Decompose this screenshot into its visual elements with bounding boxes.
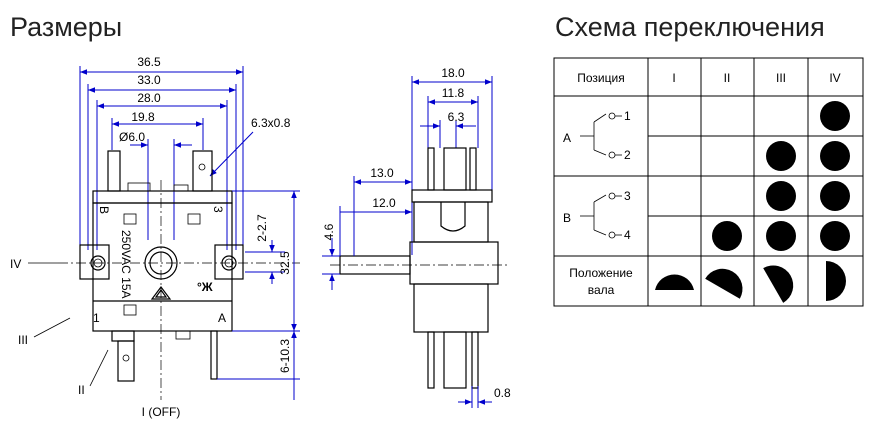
dim-28-0: 28.0 <box>137 91 161 105</box>
dim-6-3: 6.3 <box>448 110 465 124</box>
contact-1: 1 <box>624 109 631 123</box>
position-iii-label: III <box>18 333 28 347</box>
dim-12-0: 12.0 <box>372 196 396 210</box>
position-iv-label: IV <box>10 257 21 271</box>
approval-mark-icon: °Ж <box>197 280 213 294</box>
group-b-label: B <box>563 211 571 225</box>
group-a-label: A <box>563 131 571 145</box>
marking-b: B <box>97 206 111 214</box>
shaft-position-iii-icon <box>763 265 794 303</box>
closed-contact-dot <box>820 141 850 171</box>
dim-terminal-size: 6.3x0.8 <box>251 116 291 130</box>
closed-contact-dot <box>712 221 742 251</box>
dim-18-0: 18.0 <box>441 66 465 80</box>
contact-3: 3 <box>624 189 631 203</box>
dim-33-0: 33.0 <box>137 73 161 87</box>
shaft-position-ii-icon <box>705 268 743 299</box>
dim-0-8: 0.8 <box>494 386 511 400</box>
terminal-1 <box>117 340 135 382</box>
side-body <box>409 241 499 285</box>
shaft-position-i-icon <box>655 274 694 290</box>
closed-contact-dot <box>766 141 796 171</box>
closed-contact-dot <box>820 181 850 211</box>
front-top-dimensions: 36.5 33.0 28.0 19.8 Ø6.0 <box>79 55 244 250</box>
contact-4: 4 <box>624 228 631 242</box>
table-header-position: Позиция <box>577 71 624 85</box>
switching-table: Позиция I II III IV A 1 2 B <box>553 57 864 307</box>
dim-36-5: 36.5 <box>137 55 161 69</box>
group-b-contacts <box>580 192 622 239</box>
terminal-3 <box>192 150 213 192</box>
dim-19-8: 19.8 <box>131 110 155 124</box>
dim-shaft-diameter: Ø6.0 <box>119 130 145 144</box>
mounting-ear-left <box>79 244 110 280</box>
marking-3: 3 <box>211 206 225 213</box>
table-header-iv: IV <box>829 71 840 85</box>
closed-contact-dots <box>712 101 850 251</box>
table-header-i: I <box>672 71 675 85</box>
dim-terminal-length: 6-10.3 <box>278 339 292 373</box>
position-ii-label: II <box>78 383 85 397</box>
terminal-b <box>107 150 121 192</box>
marking-1: 1 <box>93 311 100 325</box>
closed-contact-dot <box>820 101 850 131</box>
closed-contact-dot <box>766 221 796 251</box>
mounting-ear-right <box>214 244 244 280</box>
dim-slot: 2-2.7 <box>255 214 269 242</box>
shaft-position-iv-icon <box>826 261 846 301</box>
contact-2: 2 <box>624 148 631 162</box>
closed-contact-dot <box>766 181 796 211</box>
closed-contact-dot <box>820 221 850 251</box>
shaft-label-line2: вала <box>588 283 615 297</box>
table-header-ii: II <box>724 71 731 85</box>
dim-11-8: 11.8 <box>442 86 465 100</box>
marking-a: A <box>218 311 226 325</box>
housing-top <box>92 190 233 204</box>
group-a-contacts <box>580 112 622 159</box>
terminal-3-hole <box>198 163 206 171</box>
side-view: 18.0 11.8 6.3 13.0 12.0 4.6 <box>322 66 511 408</box>
dimensions-title: Размеры <box>10 12 123 42</box>
rating-label: 250VAC 15A <box>119 230 133 299</box>
front-view: 36.5 33.0 28.0 19.8 Ø6.0 6.3x0.8 <box>10 55 300 419</box>
position-off-label: I (OFF) <box>142 405 181 419</box>
dim-height: 32.5 <box>278 251 292 275</box>
housing-body <box>92 202 233 332</box>
dim-4-6: 4.6 <box>322 223 336 240</box>
dim-13-0: 13.0 <box>370 166 394 180</box>
terminal-a <box>210 330 218 380</box>
shaft-label-line1: Положение <box>569 266 633 280</box>
table-header-iii: III <box>776 71 786 85</box>
switching-scheme-title: Схема переключения <box>555 12 825 42</box>
